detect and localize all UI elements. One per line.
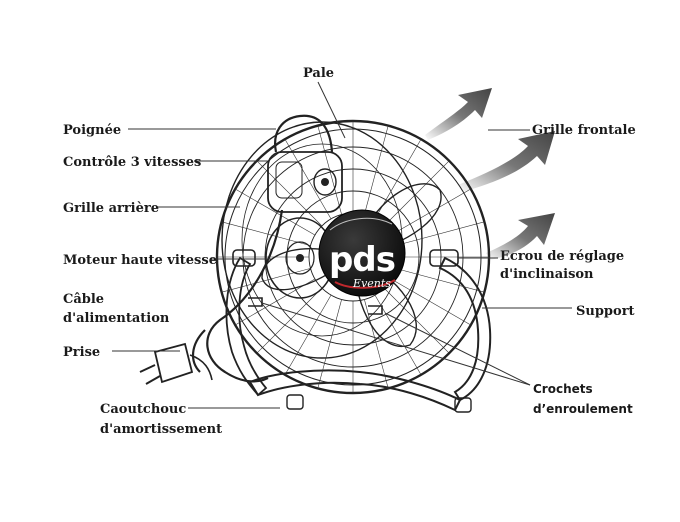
label-crochets-line1: Crochets bbox=[533, 382, 593, 396]
airflow-arrows bbox=[425, 88, 555, 260]
grille-spoke bbox=[256, 287, 323, 354]
logo-main-text: pds bbox=[329, 240, 395, 280]
grille-spoke bbox=[390, 278, 471, 326]
label-cable-line1: Câble bbox=[63, 292, 104, 307]
power-cable bbox=[192, 209, 284, 383]
label-caoutchouc-line1: Caoutchouc bbox=[100, 402, 186, 417]
grille-spoke bbox=[383, 287, 450, 354]
plug-icon bbox=[139, 342, 213, 385]
label-grille-arriere: Grille arrière bbox=[63, 201, 159, 216]
grille-spoke bbox=[383, 160, 450, 227]
grille-spoke bbox=[395, 221, 485, 246]
grille-spoke bbox=[364, 125, 389, 215]
label-pale: Pale bbox=[303, 66, 334, 81]
label-crochets-line2: d’enroulement bbox=[533, 402, 633, 416]
grille-spoke bbox=[256, 160, 323, 227]
logo-sub-text: Events bbox=[352, 277, 391, 290]
grille-spoke bbox=[221, 221, 311, 246]
label-poignee: Poignée bbox=[63, 123, 121, 138]
grille-spoke bbox=[235, 188, 316, 236]
front-grille bbox=[215, 119, 491, 395]
airflow-arrow-middle bbox=[458, 131, 555, 192]
grille-spoke bbox=[395, 268, 485, 293]
support-stand bbox=[225, 256, 492, 413]
label-prise: Prise bbox=[63, 345, 100, 360]
labels: Pale Poignée Contrôle 3 vitesses Grille … bbox=[63, 66, 636, 437]
label-ecrou-line1: Ecrou de réglage bbox=[500, 249, 624, 264]
handle bbox=[274, 114, 334, 153]
label-grille-frontale: Grille frontale bbox=[532, 123, 636, 138]
label-cable-line2: d'alimentation bbox=[63, 311, 170, 326]
grille-spoke bbox=[390, 188, 471, 236]
pds-events-logo: pds Events bbox=[318, 209, 406, 297]
speed-control-box bbox=[267, 151, 343, 213]
grille-spoke bbox=[284, 294, 332, 375]
cord-wrap-hooks bbox=[248, 297, 383, 315]
label-support: Support bbox=[576, 304, 635, 319]
label-ecrou-line2: d'inclinaison bbox=[500, 267, 594, 282]
label-moteur: Moteur haute vitesse bbox=[63, 253, 217, 268]
grille-spoke bbox=[221, 268, 311, 293]
airflow-arrow-top bbox=[425, 88, 492, 140]
airflow-arrow-bottom bbox=[486, 213, 555, 260]
label-caoutchouc-line2: d'amortissement bbox=[100, 422, 222, 437]
leader-lines bbox=[112, 81, 572, 409]
grille-spoke bbox=[317, 299, 342, 389]
label-controle: Contrôle 3 vitesses bbox=[63, 155, 201, 170]
